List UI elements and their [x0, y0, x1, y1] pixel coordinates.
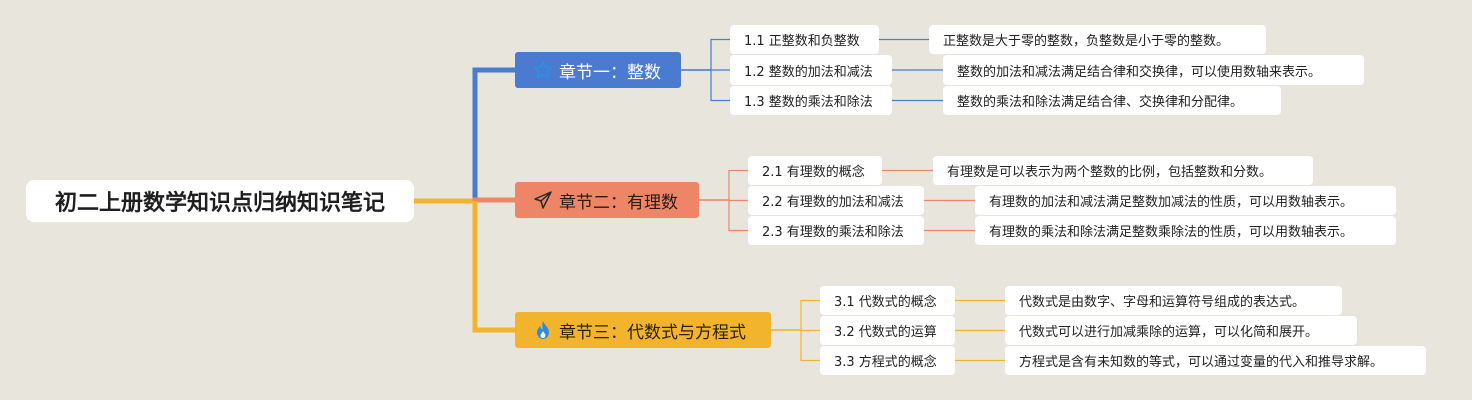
- flame-icon: [537, 321, 549, 339]
- section-title: 2.2 有理数的加法和减法: [762, 195, 904, 210]
- description-node-1-2[interactable]: 整数的加法和减法满足结合律和交换律，可以使用数轴来表示。: [943, 55, 1364, 85]
- description-node-2-1[interactable]: 有理数是可以表示为两个整数的比例，包括整数和分数。: [933, 156, 1313, 185]
- description-node-3-2[interactable]: 代数式可以进行加减乘除的运算，可以化简和展开。: [1005, 316, 1357, 345]
- section-node-2-1[interactable]: 2.1 有理数的概念: [748, 156, 882, 185]
- chapter-connector-2: [472, 197, 515, 203]
- description-node-2-3[interactable]: 有理数的乘法和除法满足整数乘除法的性质，可以用数轴表示。: [975, 216, 1396, 245]
- chapter-title-2: 章节二：有理数: [559, 192, 678, 213]
- section-title: 3.1 代数式的概念: [834, 295, 937, 310]
- section-node-3-1[interactable]: 3.1 代数式的概念: [820, 286, 955, 315]
- description-text: 代数式是由数字、字母和运算符号组成的表达式。: [1019, 295, 1306, 310]
- section-node-3-2[interactable]: 3.2 代数式的运算: [820, 316, 955, 345]
- section-node-3-3[interactable]: 3.3 方程式的概念: [820, 346, 955, 375]
- section-node-2-3[interactable]: 2.3 有理数的乘法和除法: [748, 216, 924, 245]
- section-title: 2.1 有理数的概念: [762, 165, 865, 180]
- chapter-title-3: 章节三：代数式与方程式: [559, 322, 746, 343]
- section-title: 3.2 代数式的运算: [834, 325, 937, 340]
- root-title: 初二上册数学知识点归纳知识笔记: [54, 191, 385, 216]
- star-icon: [533, 60, 553, 79]
- description-text: 有理数的加法和减法满足整数加减法的性质，可以用数轴表示。: [989, 195, 1354, 210]
- description-text: 有理数是可以表示为两个整数的比例，包括整数和分数。: [947, 165, 1273, 180]
- section-node-1-3[interactable]: 1.3 整数的乘法和除法: [730, 86, 892, 115]
- section-connector-3-3: [771, 329, 820, 362]
- section-title: 2.3 有理数的乘法和除法: [762, 225, 904, 240]
- root-node[interactable]: 初二上册数学知识点归纳知识笔记: [26, 180, 414, 222]
- chapter-title-1: 章节一：整数: [559, 62, 661, 83]
- section-title: 1.3 整数的乘法和除法: [744, 95, 873, 110]
- chapter-connector-3: [472, 201, 515, 333]
- chapter-connector-1: [472, 67, 515, 201]
- section-connector-3-1: [771, 299, 820, 331]
- section-title: 1.2 整数的加法和减法: [744, 64, 873, 80]
- description-text: 方程式是含有未知数的等式，可以通过变量的代入和推导求解。: [1019, 355, 1384, 370]
- section-title: 1.1 正整数和负整数: [744, 34, 860, 49]
- description-text: 整数的加法和减法满足结合律和交换律，可以使用数轴来表示。: [957, 64, 1322, 80]
- description-text: 代数式可以进行加减乘除的运算，可以化简和展开。: [1019, 325, 1319, 340]
- section-node-1-1[interactable]: 1.1 正整数和负整数: [730, 25, 879, 54]
- description-text: 有理数的乘法和除法满足整数乘除法的性质，可以用数轴表示。: [989, 225, 1354, 240]
- description-node-2-2[interactable]: 有理数的加法和减法满足整数加减法的性质，可以用数轴表示。: [975, 186, 1396, 215]
- paper-plane-icon: [534, 191, 552, 209]
- chapter-node-3[interactable]: 章节三：代数式与方程式: [515, 312, 771, 348]
- chapter-node-1[interactable]: 章节一：整数: [515, 52, 681, 88]
- section-node-1-2[interactable]: 1.2 整数的加法和减法: [730, 55, 892, 85]
- description-node-1-1[interactable]: 正整数是大于零的整数，负整数是小于零的整数。: [929, 25, 1266, 54]
- section-connector-1-3: [681, 69, 730, 102]
- description-node-3-3[interactable]: 方程式是含有未知数的等式，可以通过变量的代入和推导求解。: [1005, 346, 1426, 375]
- description-text: 整数的乘法和除法满足结合律、交换律和分配律。: [957, 95, 1244, 110]
- section-title: 3.3 方程式的概念: [834, 355, 937, 370]
- section-connector-1-1: [681, 38, 730, 71]
- chapter-node-2[interactable]: 章节二：有理数: [515, 182, 699, 218]
- section-connector-2-1: [699, 169, 748, 201]
- section-node-2-2[interactable]: 2.2 有理数的加法和减法: [748, 186, 924, 215]
- description-text: 正整数是大于零的整数，负整数是小于零的整数。: [943, 34, 1230, 49]
- description-node-1-3[interactable]: 整数的乘法和除法满足结合律、交换律和分配律。: [943, 86, 1281, 115]
- description-node-3-1[interactable]: 代数式是由数字、字母和运算符号组成的表达式。: [1005, 286, 1342, 315]
- section-connector-2-3: [699, 199, 748, 232]
